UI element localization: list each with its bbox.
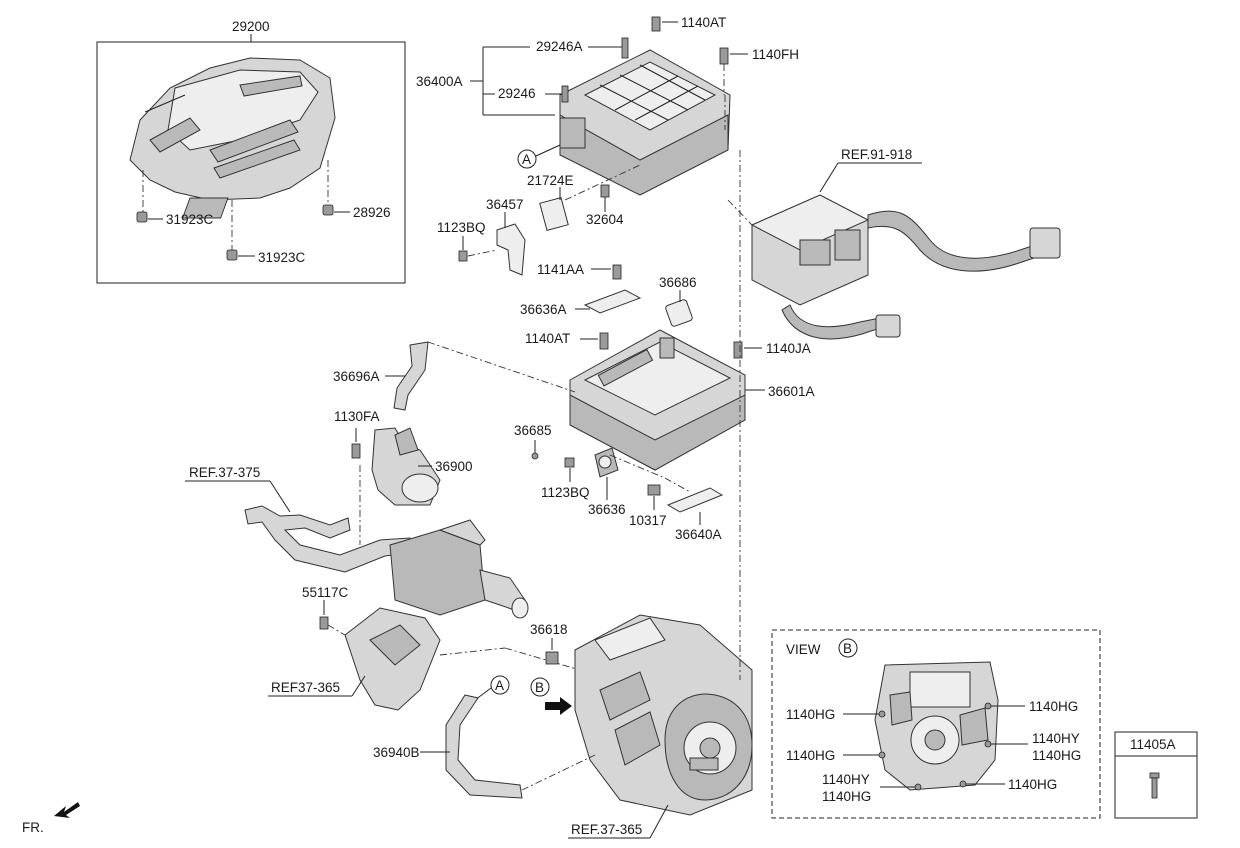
view-b-panel: VIEW B 1140HG 1140HG 1140HY 1140HG 1140H… bbox=[771, 629, 1101, 819]
label-1130fa: 1130FA bbox=[334, 409, 380, 424]
pump-group: 36696A 1130FA 36900 REF.37-375 55117C RE… bbox=[185, 341, 581, 711]
callout-a-top-label: A bbox=[522, 152, 531, 167]
bolt-1140at-mid bbox=[599, 332, 609, 350]
label-ref-37-365-motor: REF.37-365 bbox=[571, 822, 642, 837]
view-b-title: VIEW bbox=[786, 642, 821, 657]
label-1140ja: 1140JA bbox=[766, 341, 811, 356]
label-36686: 36686 bbox=[659, 275, 697, 290]
bolt-1141aa bbox=[612, 264, 622, 280]
callout-a-hose-label: A bbox=[495, 678, 504, 693]
bolt-1140fh bbox=[719, 47, 729, 65]
legend-bolt-icon bbox=[1149, 772, 1160, 799]
nut-36618 bbox=[545, 651, 559, 665]
label-29200: 29200 bbox=[232, 19, 270, 34]
callout-a-top bbox=[517, 149, 537, 169]
bolt-1123bq-top bbox=[458, 250, 468, 262]
label-36900: 36900 bbox=[435, 459, 473, 474]
view-label-1140hg-r1: 1140HG bbox=[1029, 699, 1078, 714]
harness-group: REF.91-918 bbox=[727, 147, 1061, 340]
gasket-21724e bbox=[539, 197, 569, 231]
label-ref37-365: REF37-365 bbox=[271, 680, 340, 695]
callout-b-label: B bbox=[535, 680, 544, 695]
bolt-32604 bbox=[600, 184, 610, 198]
label-29246a: 29246A bbox=[536, 39, 583, 54]
label-36685: 36685 bbox=[514, 423, 552, 438]
front-indicator: FR. bbox=[22, 802, 80, 835]
hose-36940b bbox=[445, 694, 523, 799]
bolt-1123bq-mid bbox=[564, 457, 575, 468]
view-label-1140hg-r2: 1140HG bbox=[1032, 748, 1081, 763]
bracket-36457 bbox=[496, 223, 526, 276]
coolant-valve bbox=[389, 529, 486, 616]
label-31923c-bottom: 31923C bbox=[258, 250, 306, 265]
label-36640a: 36640A bbox=[675, 527, 722, 542]
view-label-1140hg-l1: 1140HG bbox=[786, 707, 835, 722]
label-ref-37-375: REF.37-375 bbox=[189, 465, 260, 480]
bolt-1130fa bbox=[351, 443, 361, 459]
view-label-1140hy-r: 1140HY bbox=[1032, 731, 1080, 746]
view-label-1140hg-l2: 1140HG bbox=[786, 748, 835, 763]
label-31923c-left: 31923C bbox=[166, 212, 214, 227]
label-10317: 10317 bbox=[629, 513, 667, 528]
label-36457: 36457 bbox=[486, 197, 524, 212]
legend-box: 11405A bbox=[1114, 731, 1198, 819]
label-36696a: 36696A bbox=[333, 369, 380, 384]
front-arrow-icon bbox=[54, 802, 80, 818]
callout-a-hose bbox=[490, 675, 510, 695]
view-label-1140hy-b: 1140HY bbox=[822, 772, 870, 787]
label-28926: 28926 bbox=[353, 205, 391, 220]
label-36601a: 36601A bbox=[768, 384, 815, 399]
label-36940b: 36940B bbox=[373, 745, 420, 760]
screw-28926 bbox=[322, 204, 334, 216]
label-1140at-top: 1140AT bbox=[681, 15, 726, 30]
label-36400a: 36400A bbox=[416, 74, 463, 89]
label-1123bq-mid: 1123BQ bbox=[541, 485, 590, 500]
bolt-1140ja bbox=[733, 341, 743, 359]
label-36636: 36636 bbox=[588, 502, 626, 517]
label-fr: FR. bbox=[22, 820, 44, 835]
view-b-arrow bbox=[545, 697, 572, 715]
screw-31923c-bottom bbox=[226, 249, 238, 261]
label-1140at-mid: 1140AT bbox=[525, 331, 570, 346]
label-36636a: 36636A bbox=[520, 302, 567, 317]
engine-cover-group: 29200 31923C 28926 31923C bbox=[96, 19, 406, 284]
lower-inverter-group: 1141AA 36636A 36686 1140AT 1140JA 36601A… bbox=[514, 262, 815, 542]
view-b-box bbox=[771, 629, 1101, 819]
view-b-circle bbox=[838, 638, 858, 658]
hose-36696a bbox=[393, 341, 429, 411]
gasket-36640a bbox=[666, 487, 724, 513]
label-36618: 36618 bbox=[530, 622, 568, 637]
coolant-pipe bbox=[244, 505, 416, 573]
seal-36686 bbox=[665, 299, 693, 327]
bolt-10317 bbox=[647, 484, 661, 496]
legend-part-number: 11405A bbox=[1130, 737, 1176, 752]
label-1140fh: 1140FH bbox=[752, 47, 799, 62]
label-1141aa: 1141AA bbox=[537, 262, 584, 277]
motor-group: 36618 A B 36940B REF.37-365 bbox=[373, 95, 753, 839]
view-label-1140hg-r3: 1140HG bbox=[1008, 777, 1057, 792]
label-1123bq-top: 1123BQ bbox=[437, 220, 486, 235]
pin-36685 bbox=[531, 452, 539, 460]
callout-b bbox=[530, 677, 550, 697]
label-21724e: 21724E bbox=[527, 173, 574, 188]
inverter-assembly-group: 36400A 29246A 29246 1140AT 1140FH A 2172… bbox=[416, 15, 799, 276]
view-b-letter: B bbox=[843, 641, 852, 656]
view-label-1140hg-b: 1140HG bbox=[822, 789, 871, 804]
gasket-36636a bbox=[583, 289, 642, 314]
label-55117c: 55117C bbox=[302, 585, 349, 600]
bolt-1140at-top bbox=[651, 16, 661, 32]
label-32604: 32604 bbox=[586, 212, 624, 227]
screw-31923c-left bbox=[136, 211, 148, 223]
bolt-55117c bbox=[319, 616, 329, 630]
label-29246: 29246 bbox=[498, 86, 536, 101]
label-ref-91-918: REF.91-918 bbox=[841, 147, 912, 162]
